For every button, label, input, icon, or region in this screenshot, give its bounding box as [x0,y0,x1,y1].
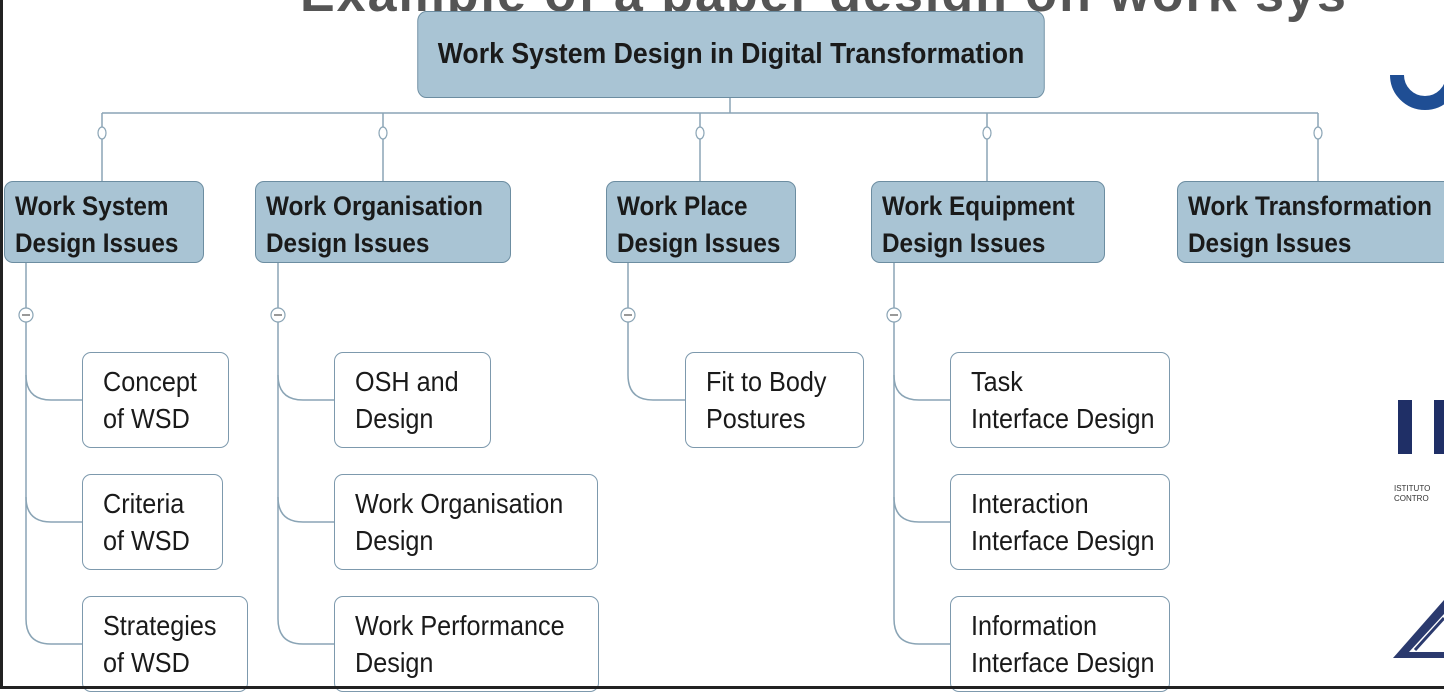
leaf-line1: Strategies [103,610,217,641]
category-node-work-organisation[interactable]: Work Organisation Design Issues [255,181,511,263]
category-line2: Design Issues [882,228,1046,258]
collapse-toggle-icon[interactable] [886,307,902,323]
leaf-line2: of WSD [103,647,190,678]
category-node-work-equipment[interactable]: Work Equipment Design Issues [871,181,1105,263]
institution-logo-text: ISTITUTO CONTRO [1394,484,1431,503]
category-line1: Work Equipment [882,191,1075,221]
leaf-line1: OSH and [355,366,459,397]
root-node[interactable]: Work System Design in Digital Transforma… [417,11,1045,98]
category-node-work-system[interactable]: Work System Design Issues [4,181,204,263]
leaf-node-interaction-interface-design[interactable]: Interaction Interface Design [950,474,1170,570]
leaf-node-concept-of-wsd[interactable]: Concept of WSD [82,352,229,448]
leaf-line2: of WSD [103,403,190,434]
leaf-line2: Design [355,647,434,678]
leaf-node-osh-and-design[interactable]: OSH and Design [334,352,491,448]
leaf-line1: Concept [103,366,197,397]
leaf-node-work-performance-design[interactable]: Work Performance Design [334,596,599,692]
category-node-work-place[interactable]: Work Place Design Issues [606,181,796,263]
collapse-toggle-icon[interactable] [620,307,636,323]
leaf-line2: Interface Design [971,525,1155,556]
category-line1: Work Place [617,191,748,221]
category-node-work-transformation[interactable]: Work Transformation Design Issues [1177,181,1444,263]
root-label: Work System Design in Digital Transforma… [437,38,1025,70]
leaf-line1: Work Performance [355,610,565,641]
collapse-toggle-icon[interactable] [270,307,286,323]
leaf-line2: Interface Design [971,647,1155,678]
bottom-border [0,686,1444,689]
left-border [0,0,3,689]
leaf-line2: Design [355,403,434,434]
category-line1: Work Transformation [1188,191,1432,221]
collapse-toggle-icon[interactable] [18,307,34,323]
category-line2: Design Issues [1188,228,1352,258]
category-line2: Design Issues [266,228,430,258]
leaf-node-information-interface-design[interactable]: Information Interface Design [950,596,1170,692]
category-line1: Work Organisation [266,191,483,221]
leaf-line2: of WSD [103,525,190,556]
leaf-node-criteria-of-wsd[interactable]: Criteria of WSD [82,474,223,570]
leaf-line1: Fit to Body [706,366,827,397]
category-line1: Work System [15,191,169,221]
leaf-node-fit-to-body-postures[interactable]: Fit to Body Postures [685,352,864,448]
leaf-line1: Task [971,366,1023,397]
category-line2: Design Issues [617,228,781,258]
leaf-line1: Interaction [971,488,1089,519]
leaf-line2: Interface Design [971,403,1155,434]
category-line2: Design Issues [15,228,179,258]
leaf-node-task-interface-design[interactable]: Task Interface Design [950,352,1170,448]
leaf-node-strategies-of-wsd[interactable]: Strategies of WSD [82,596,248,692]
triangle-logo-icon [1393,600,1444,658]
leaf-line1: Information [971,610,1098,641]
leaf-line2: Design [355,525,434,556]
leaf-line1: Work Organisation [355,488,564,519]
leaf-line1: Criteria [103,488,185,519]
leaf-node-work-organisation-design[interactable]: Work Organisation Design [334,474,598,570]
leaf-line2: Postures [706,403,806,434]
